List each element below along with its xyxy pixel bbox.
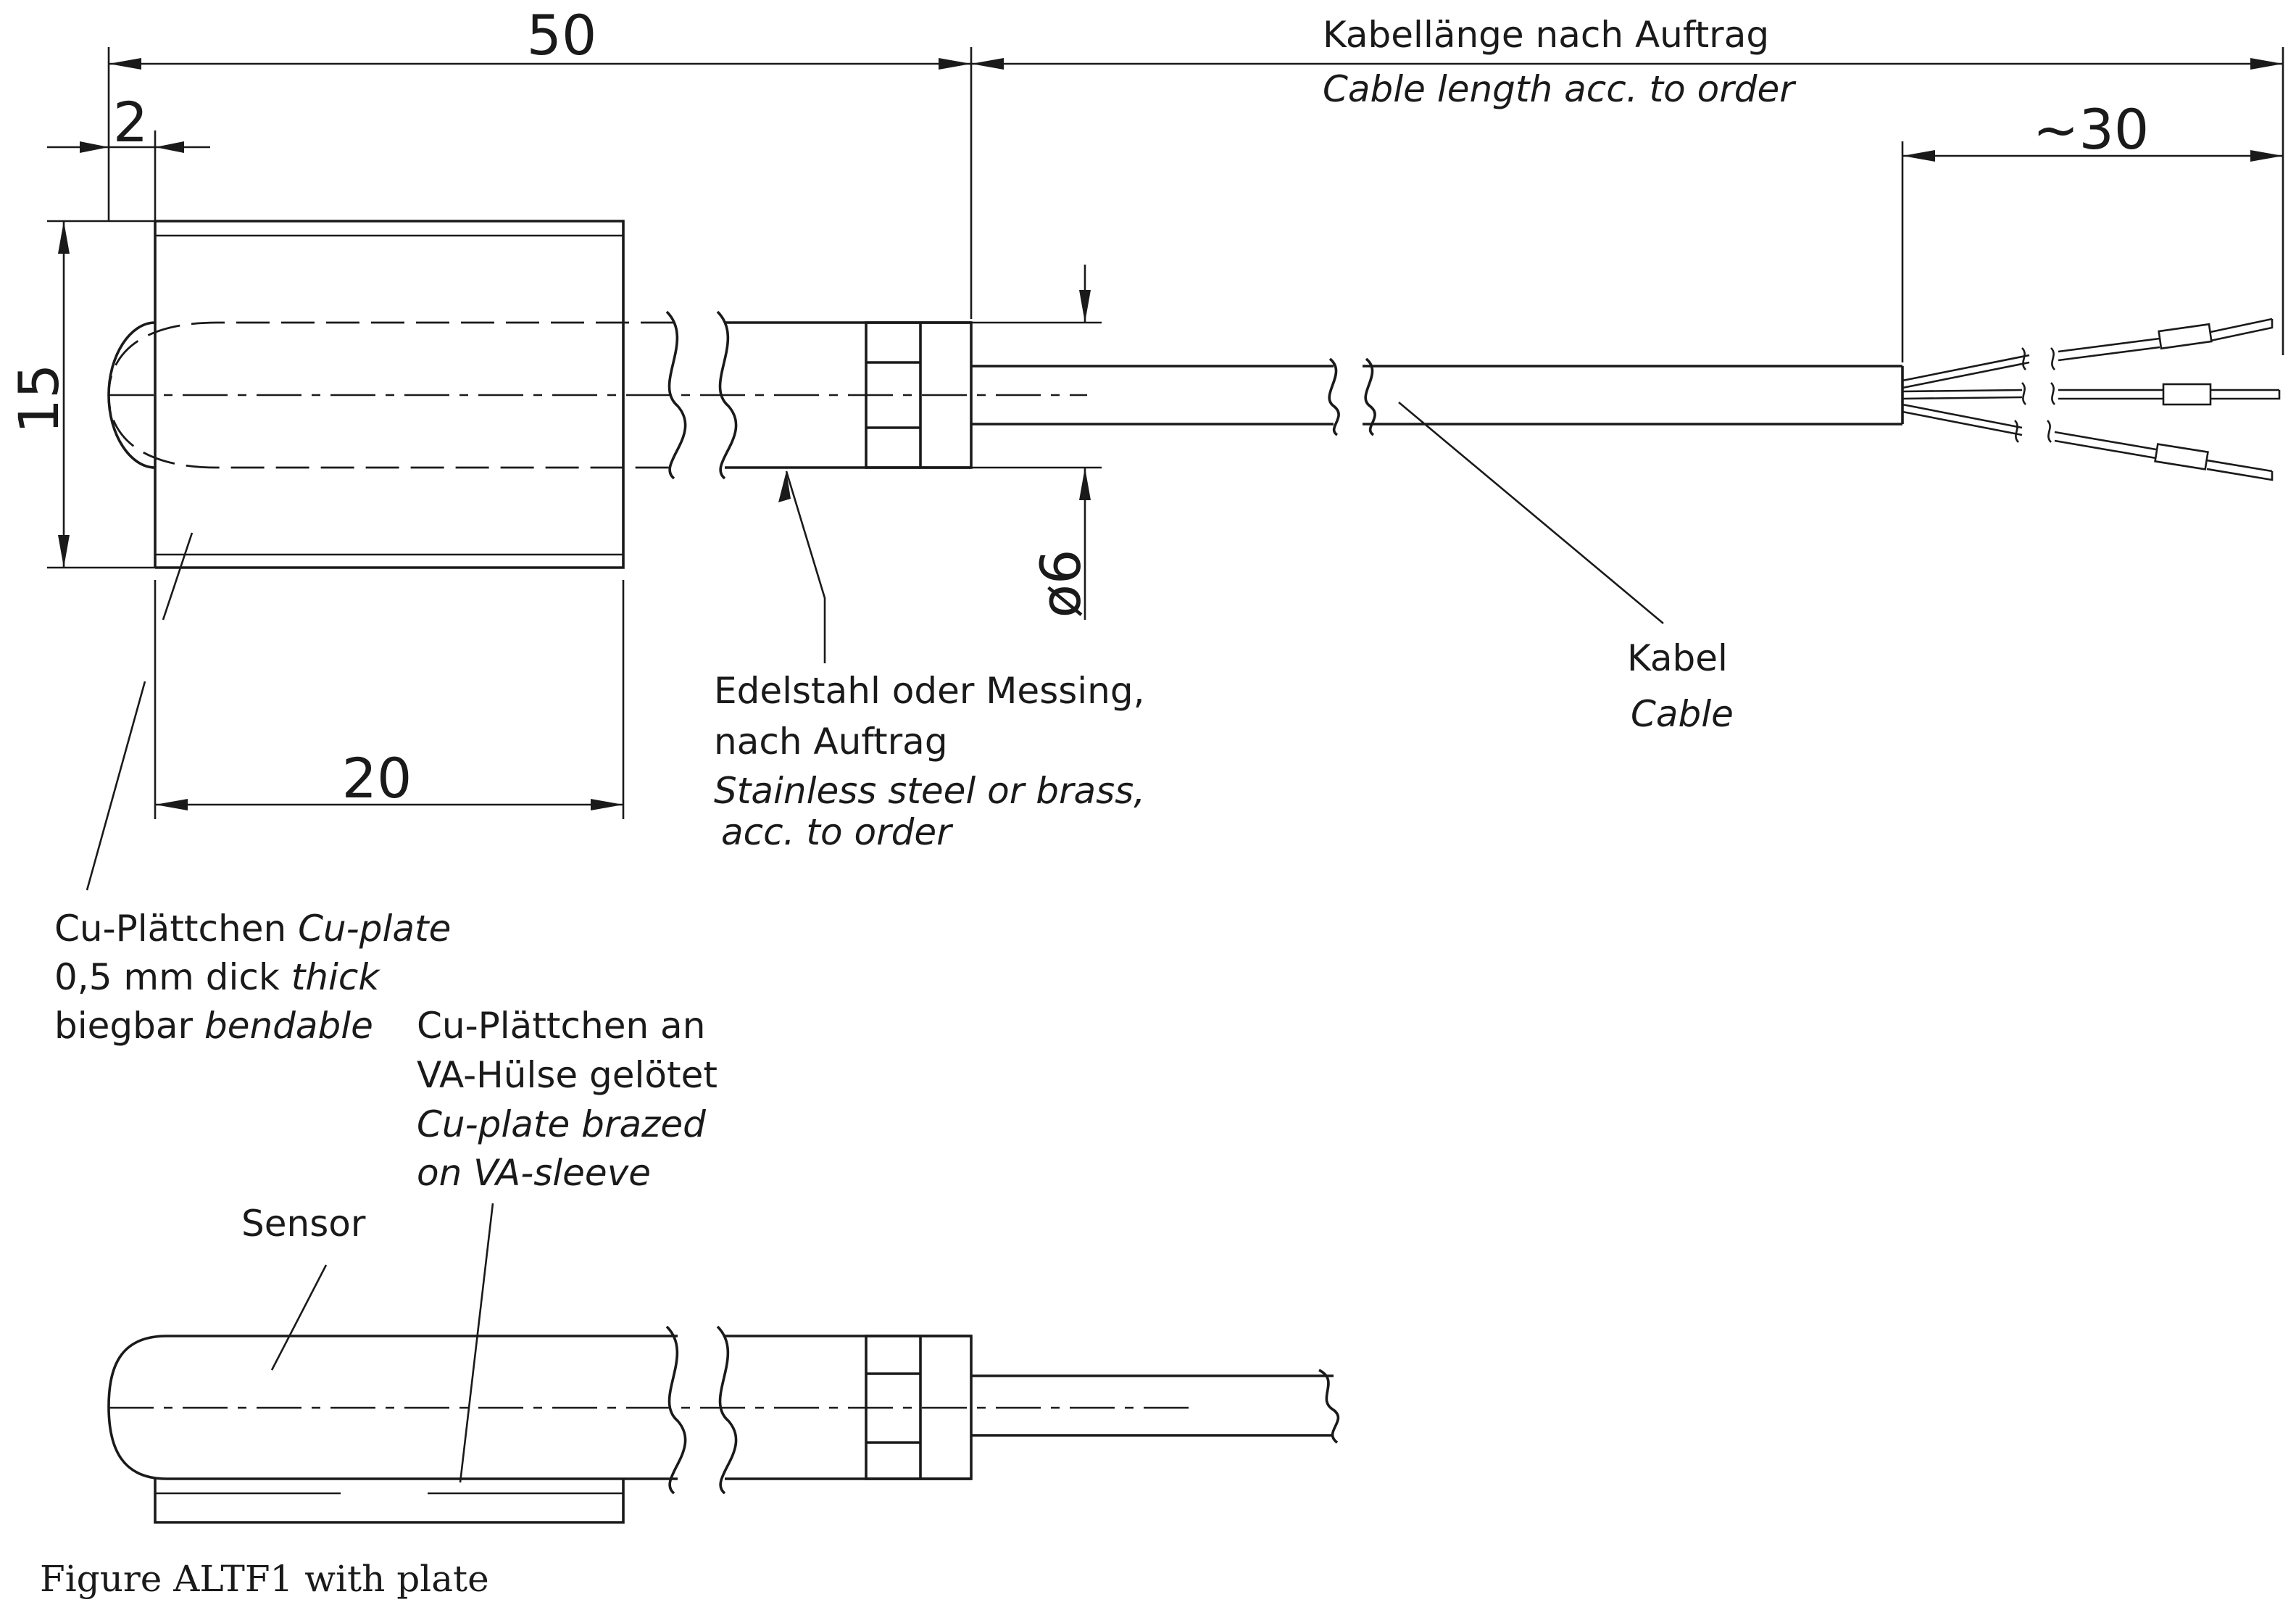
svg-text:acc. to order: acc. to order — [721, 811, 954, 853]
cable-label: Kabel Cable — [1627, 637, 1734, 735]
svg-text:nach Auftrag: nach Auftrag — [714, 721, 948, 763]
dim-d6-text: ø6 — [1028, 549, 1093, 618]
wire-bottom-ext — [2054, 431, 2274, 481]
svg-text:on VA-sleeve: on VA-sleeve — [417, 1152, 651, 1194]
leader-cu-plate — [86, 681, 146, 891]
dim-overall-length: 50 — [107, 3, 973, 319]
dim-plate-length: 20 — [154, 580, 625, 819]
ferrule-mid — [2162, 383, 2212, 406]
leader-cable — [1398, 402, 1664, 624]
dim-15-text: 15 — [7, 364, 71, 434]
cable-length-en: Cable length acc. to order — [1323, 68, 1797, 110]
dim-2-text: 2 — [113, 90, 148, 154]
svg-text:Cu-Plättchen Cu-plate: Cu-Plättchen Cu-plate — [54, 908, 451, 950]
leader-plate-edge — [162, 532, 194, 621]
side-sleeve-body — [107, 1335, 678, 1480]
wire-breaks — [2013, 347, 2056, 443]
wire-top-ext — [2058, 318, 2274, 362]
side-cable-break — [1318, 1369, 1340, 1444]
wire-top — [1902, 354, 2030, 389]
dim-plate-offset: 2 — [47, 90, 210, 221]
cable-length-de: Kabellänge nach Auftrag — [1323, 14, 1769, 56]
cable-break-left — [1328, 357, 1340, 436]
leader-brazed — [459, 1203, 494, 1483]
leader-sensor — [270, 1264, 328, 1371]
side-view — [107, 1203, 1340, 1524]
sleeve-break-right — [716, 310, 738, 480]
ferrule-bottom — [2154, 443, 2209, 470]
cable-break-right — [1364, 357, 1376, 436]
wire-mid-ext — [2058, 389, 2281, 400]
dim-20-text: 20 — [342, 746, 412, 810]
svg-text:Stainless steel or brass,: Stainless steel or brass, — [714, 770, 1145, 812]
svg-text:VA-Hülse gelötet: VA-Hülse gelötet — [417, 1054, 718, 1096]
sensor-label: Sensor — [241, 1203, 366, 1245]
wires — [1902, 318, 2281, 481]
cu-plate-outline — [154, 220, 625, 569]
dim-50-text: 50 — [527, 3, 597, 67]
svg-text:Cu-plate brazed: Cu-plate brazed — [417, 1103, 706, 1145]
svg-text:0,5 mm dick thick: 0,5 mm dick thick — [54, 956, 380, 998]
side-break-right — [716, 1325, 738, 1495]
cu-plate-label: Cu-Plättchen Cu-plate 0,5 mm dick thick … — [54, 908, 451, 1047]
svg-text:Cable: Cable — [1631, 693, 1734, 735]
wire-mid — [1902, 389, 2023, 400]
top-view: 50 Kabellänge nach Auftrag Cable length … — [7, 3, 2284, 891]
dim-cable-length: Kabellänge nach Auftrag Cable length acc… — [971, 14, 2284, 355]
leader-sleeve — [785, 470, 826, 663]
svg-text:biegbar bendable: biegbar bendable — [54, 1005, 373, 1047]
svg-text:Edelstahl oder Messing,: Edelstahl oder Messing, — [714, 670, 1145, 712]
dim-diameter: ø6 — [971, 265, 1102, 620]
dim-wire-length: ~30 — [1901, 97, 2283, 362]
dim-height: 15 — [7, 220, 155, 569]
side-cu-plate — [154, 1479, 625, 1524]
side-break-left — [665, 1325, 687, 1495]
sleeve-material-label: Edelstahl oder Messing, nach Auftrag Sta… — [714, 670, 1145, 853]
ferrule-top — [2158, 323, 2213, 350]
svg-text:Cu-Plättchen an: Cu-Plättchen an — [417, 1005, 705, 1047]
sleeve-break-left — [665, 310, 687, 480]
figure-caption: Figure ALTF1 with plate — [40, 1558, 489, 1600]
svg-text:Kabel: Kabel — [1627, 637, 1728, 679]
wire-bottom — [1902, 403, 2023, 436]
brazed-label: Cu-Plättchen an VA-Hülse gelötet Cu-plat… — [417, 1005, 718, 1194]
dim-30-text: ~30 — [2033, 97, 2149, 162]
